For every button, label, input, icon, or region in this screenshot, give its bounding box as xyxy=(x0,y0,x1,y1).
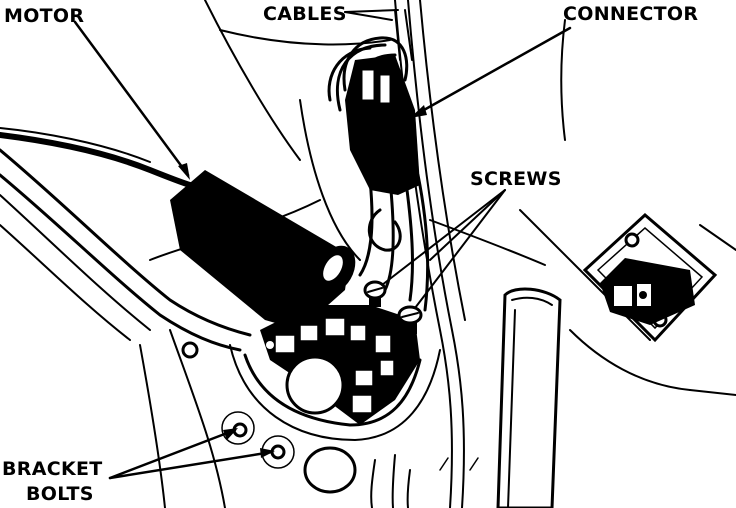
label-screws: SCREWS xyxy=(470,168,562,190)
leader-screw-right xyxy=(414,189,506,309)
label-cables: CABLES xyxy=(263,3,347,25)
label-bracket: BRACKET xyxy=(2,458,103,480)
leader-cables-1 xyxy=(344,11,393,21)
leader-lines xyxy=(73,9,572,480)
label-connector: CONNECTOR xyxy=(563,3,698,25)
label-motor: MOTOR xyxy=(4,5,84,27)
leader-connector xyxy=(413,26,572,117)
leader-bolt-upper xyxy=(108,428,237,480)
leader-cables-2 xyxy=(344,9,399,13)
leader-bolt-lower xyxy=(108,450,274,480)
screw-right xyxy=(397,305,423,334)
arrow-bolt-lower xyxy=(260,448,275,458)
label-bolts: BOLTS xyxy=(26,483,94,505)
panel-holes xyxy=(181,341,357,494)
motor xyxy=(170,170,356,330)
leader-screw-left xyxy=(381,189,506,286)
screws xyxy=(363,280,423,334)
guide-rail xyxy=(496,287,562,508)
leader-screw-mid xyxy=(429,189,506,261)
bracket-bolts xyxy=(221,411,295,469)
arrow-bolt-upper xyxy=(223,428,238,440)
arrow-connector xyxy=(410,105,427,118)
callout-labels: MOTOR CABLES CONNECTOR SCREWS BRACKET BO… xyxy=(2,3,698,505)
gear-bracket xyxy=(260,305,420,425)
arrow-motor xyxy=(178,163,190,180)
screw-left xyxy=(363,280,387,307)
electrical-connector xyxy=(582,212,718,343)
leader-motor xyxy=(73,20,190,177)
cable-connector-block xyxy=(345,9,420,195)
